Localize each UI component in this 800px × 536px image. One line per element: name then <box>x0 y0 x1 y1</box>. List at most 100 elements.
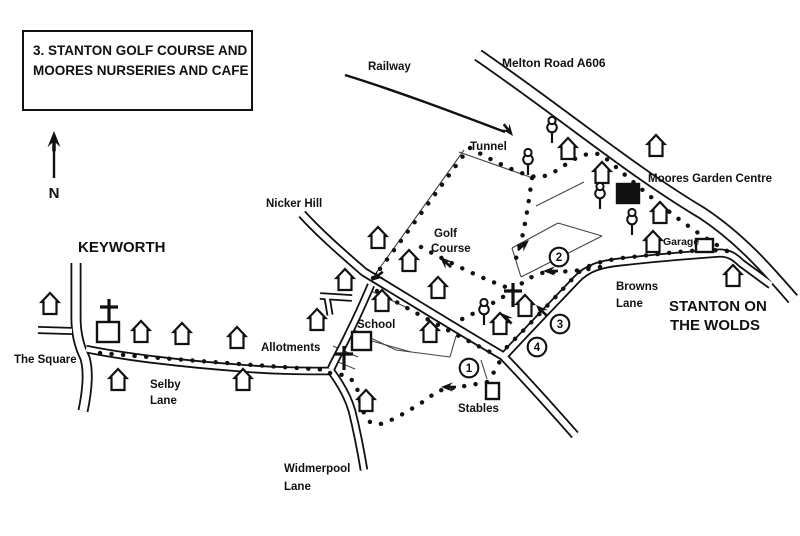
keyworth-church-hall <box>95 320 121 344</box>
road-the-square-west-stub <box>37 327 73 334</box>
label-golf-course-line2: Course <box>431 243 471 255</box>
keyworth-church-cross <box>100 299 118 323</box>
house-icon <box>333 267 357 292</box>
house-icon <box>648 200 672 225</box>
walking-route-golf-path-to-tunnel <box>370 149 469 281</box>
label-widmerpool-lane-line2: Lane <box>284 481 311 493</box>
road-nicker-hill-main-road <box>299 212 578 437</box>
field-boundary-line <box>557 222 603 237</box>
label-moores-garden-centre: Moores Garden Centre <box>648 173 772 185</box>
field-boundary-line <box>480 359 488 380</box>
route-arrow-nursery-icon <box>516 240 529 252</box>
tree-icon <box>626 207 638 235</box>
map-title-line1: 3. STANTON GOLF COURSE AND <box>33 43 248 58</box>
label-stables: Stables <box>458 403 499 415</box>
route-stop-number-2: 2 <box>556 252 562 264</box>
walking-route-selby-verge <box>97 350 333 373</box>
walking-route-browns-lane-verge <box>502 247 730 352</box>
road-school-lane <box>328 284 374 371</box>
road-melton-road-a606 <box>475 51 797 303</box>
compass-north-label: N <box>49 185 60 202</box>
tree-icon <box>594 181 606 209</box>
garage-building <box>694 237 715 254</box>
house-icon <box>418 319 442 344</box>
road-the-square-road <box>72 263 91 412</box>
house-icon <box>556 136 580 161</box>
label-golf-course-line1: Golf <box>434 228 457 240</box>
house-icon <box>106 367 130 392</box>
railway-line <box>344 73 506 134</box>
label-tunnel: Tunnel <box>470 141 507 153</box>
label-browns-lane-line1: Browns <box>616 281 658 293</box>
house-icon <box>590 160 614 185</box>
route-stop-number-3: 3 <box>557 319 563 331</box>
route-arrow-stables-icon <box>441 382 456 392</box>
house-icon <box>225 325 249 350</box>
field-boundary-line <box>511 247 522 278</box>
label-keyworth: KEYWORTH <box>78 239 166 256</box>
label-allotments: Allotments <box>261 342 320 354</box>
route-stop-number-4: 4 <box>534 342 541 354</box>
label-school: School <box>357 319 395 331</box>
stanton-church-cross <box>504 283 522 307</box>
house-icon <box>38 291 62 316</box>
field-boundary-line <box>395 349 451 358</box>
route-stop-circle-2 <box>548 246 570 268</box>
tree-icon <box>478 297 490 325</box>
house-icon <box>305 307 329 332</box>
label-stanton-line1: STANTON ON <box>669 298 767 315</box>
house-icon <box>721 263 745 288</box>
route-arrow-junction-icon <box>371 269 384 281</box>
tree-icon <box>522 147 534 175</box>
label-selby-lane-line1: Selby <box>150 379 181 391</box>
walking-route-golf-diagonal-path <box>418 244 514 292</box>
map-title-box: 3. STANTON GOLF COURSE AND MOORES NURSER… <box>22 30 253 111</box>
house-icon <box>231 367 255 392</box>
road-allotments-spur <box>325 296 332 316</box>
field-boundary-line <box>371 340 412 353</box>
house-icon <box>513 293 537 318</box>
route-stop-circle-1 <box>458 357 480 379</box>
house-icon <box>488 311 512 336</box>
route-arrow-cross-path-icon <box>543 266 558 276</box>
walking-route-nursery-link-path <box>512 175 535 265</box>
label-widmerpool-lane-line1: Widmerpool <box>284 463 350 475</box>
house-icon <box>397 248 421 273</box>
map-title-line2: MOORES NURSERIES AND CAFE <box>33 62 249 78</box>
road-widmerpool-lane <box>329 369 367 471</box>
road-allotments-lane <box>319 294 353 300</box>
stables-building <box>484 381 501 401</box>
label-railway: Railway <box>368 61 411 73</box>
house-icon <box>426 275 450 300</box>
house-icon <box>370 288 394 313</box>
house-icon <box>170 321 194 346</box>
railway-arrowhead-icon <box>501 123 513 136</box>
north-arrow-head-icon <box>47 131 61 152</box>
label-browns-lane-line2: Lane <box>616 298 643 310</box>
route-arrow-golf-icon <box>440 257 453 269</box>
label-nicker-hill: Nicker Hill <box>266 198 322 210</box>
school-building <box>350 330 373 352</box>
route-stop-circle-3 <box>549 313 571 335</box>
moores-garden-centre-building <box>615 182 641 205</box>
house-icon <box>129 319 153 344</box>
house-icon <box>354 388 378 413</box>
label-the-square: The Square <box>14 354 77 366</box>
label-melton-road-a606: Melton Road A606 <box>502 56 606 70</box>
label-garage: Garage <box>663 236 699 248</box>
tree-icon <box>546 115 558 143</box>
route-stop-number-1: 1 <box>466 363 473 375</box>
field-boundary-line <box>373 149 465 277</box>
house-icon <box>366 225 390 250</box>
field-boundary-line <box>535 181 585 207</box>
route-arrow-browns-1-icon <box>536 305 548 317</box>
field-boundary-line <box>449 335 457 358</box>
field-boundary-line <box>458 151 531 178</box>
house-icon <box>644 133 668 158</box>
route-stop-circle-4 <box>526 336 548 358</box>
house-icon <box>641 229 665 254</box>
label-selby-lane-line2: Lane <box>150 395 177 407</box>
label-stanton-line2: THE WOLDS <box>670 317 760 334</box>
